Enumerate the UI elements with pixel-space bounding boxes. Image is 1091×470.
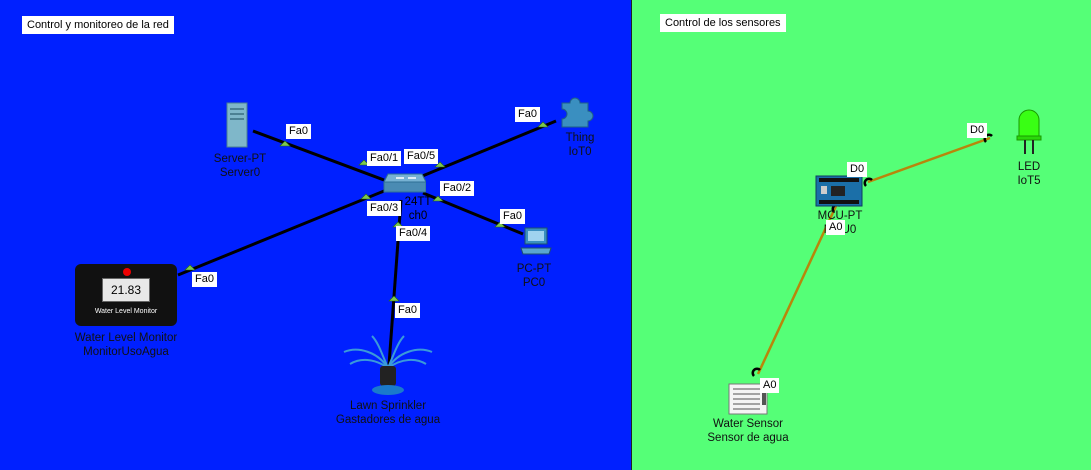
port-label-thing-fa0: Fa0 [515, 107, 540, 122]
monitor-panel-text: Water Level Monitor [94, 308, 158, 315]
led-device[interactable] [1014, 108, 1044, 156]
monitor-display: 21.83 [102, 278, 150, 302]
monitor-model: Water Level Monitor [74, 332, 178, 344]
sprinkler-icon [343, 335, 433, 395]
port-label-server-fa0: Fa0 [286, 124, 311, 139]
switch-label: 24TT ch0 [398, 195, 438, 223]
pc-icon [520, 227, 552, 255]
pc-device[interactable] [519, 226, 553, 256]
link-server-switch[interactable] [252, 129, 385, 182]
port-label-pc-fa0: Fa0 [500, 209, 525, 224]
water-sensor-model: Water Sensor [713, 418, 783, 430]
monitor-status-light [123, 268, 131, 276]
link-monitor-switch[interactable] [177, 189, 385, 277]
port-label-switch-fa0-4: Fa0/4 [396, 226, 431, 241]
port-label-mcu-a0: A0 [826, 220, 846, 235]
thing-name: IoT0 [568, 146, 592, 158]
server-device[interactable] [226, 102, 248, 148]
port-label-switch-fa0-2: Fa0/2 [440, 181, 475, 196]
thing-device[interactable] [558, 93, 596, 129]
mcu-board-icon [815, 175, 863, 207]
iot-connectors [751, 133, 993, 377]
switch-icon [383, 173, 427, 193]
monitor-name: MonitorUsoAgua [83, 346, 169, 358]
port-label-monitor-fa0: Fa0 [192, 272, 217, 287]
water-level-monitor-device[interactable]: 21.83 Water Level Monitor [75, 264, 177, 326]
led-name: IoT5 [1017, 175, 1041, 187]
switch-device[interactable] [382, 170, 427, 194]
sprinkler-name: Gastadores de agua [335, 414, 441, 426]
pc-label: PC-PT PC0 [504, 262, 564, 290]
sprinkler-device[interactable] [338, 332, 438, 396]
port-label-mcu-d0: D0 [847, 162, 868, 177]
water-sensor-label: Water Sensor Sensor de agua [698, 417, 798, 445]
link-sensor-mcu[interactable] [756, 205, 838, 375]
led-label: LED IoT5 [1004, 160, 1054, 188]
link-mcu-led[interactable] [867, 136, 991, 184]
puzzle-icon [561, 97, 594, 128]
monitor-label: Water Level Monitor MonitorUsoAgua [66, 331, 186, 359]
sprinkler-model: Lawn Sprinkler [349, 400, 427, 412]
mcu-model: MCU-PT [817, 210, 863, 222]
mcu-device[interactable] [815, 174, 863, 208]
sensors-area-title: Control de los sensores [660, 14, 786, 32]
switch-model: 24TT [404, 196, 432, 208]
port-label-led-d0: D0 [967, 123, 988, 138]
server-name: Server0 [219, 167, 261, 179]
pc-name: PC0 [522, 277, 546, 289]
port-status-indicators [184, 121, 549, 302]
server-model: Server-PT [213, 153, 267, 165]
sensors-area[interactable]: Control de los sensores [632, 0, 1091, 470]
led-icon [1016, 109, 1042, 154]
sprinkler-label: Lawn Sprinkler Gastadores de agua [328, 399, 448, 427]
port-label-switch-fa0-5: Fa0/5 [404, 149, 439, 164]
thing-model: Thing [565, 132, 595, 144]
switch-name: ch0 [408, 210, 428, 222]
server-icon [226, 102, 248, 148]
port-label-sprinkler-fa0: Fa0 [395, 303, 420, 318]
water-sensor-name: Sensor de agua [707, 432, 789, 444]
server-label: Server-PT Server0 [205, 152, 275, 180]
thing-label: Thing IoT0 [550, 131, 610, 159]
network-area-title: Control y monitoreo de la red [22, 16, 174, 34]
pc-model: PC-PT [516, 263, 552, 275]
area-divider [631, 0, 632, 470]
port-label-switch-fa0-3: Fa0/3 [367, 201, 402, 216]
link-thing-switch[interactable] [419, 119, 557, 179]
led-model: LED [1017, 161, 1041, 173]
port-label-switch-fa0-1: Fa0/1 [367, 151, 402, 166]
port-label-sensor-a0: A0 [760, 378, 780, 393]
